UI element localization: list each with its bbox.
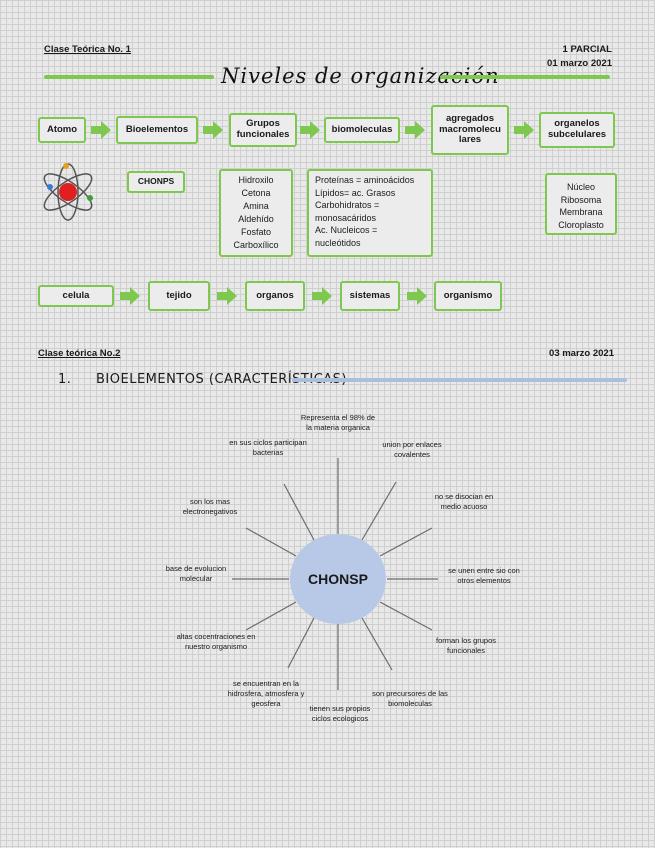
section-title: BIOELEMENTOS (CARACTERÍSTICAS) [96,372,347,387]
flow1-label: agregados macromolecu lares [439,112,501,146]
functional-groups-box: Hidroxilo Cetona Amina Aldehído Fosfato … [219,169,293,257]
flow1-label: Grupos funcionales [236,118,290,140]
mindmap-center: CHONSP [290,534,386,624]
list-item: Carboxílico [233,240,279,251]
biomolecules-box: Proteínas = aminoácidos Lípidos= ac. Gra… [307,169,433,257]
title-underline-right [440,75,610,79]
list-item: Membrana [559,207,603,218]
arrow-right-icon [120,287,140,305]
chonps-box: CHONPS [127,171,185,193]
list-item: Ac. Nucleicos = [315,225,378,236]
spoke-label: base de evolucion molecular [165,564,227,583]
arrow-right-icon [217,287,237,305]
list-item: monosacáridos [315,212,377,223]
spoke-label: forman los grupos funcionales [435,636,497,655]
list-item: Fosfato [240,227,271,238]
spoke-label: son precursores de las biomoleculas [372,689,448,708]
list-item: Aldehído [238,214,274,225]
flow1-atomo: Atomo [38,117,86,143]
flow2-organismo: organismo [434,281,502,311]
flow2-label: celula [62,289,90,301]
flow1-label: Bioelementos [125,123,189,135]
flow2-sistemas: sistemas [340,281,400,311]
spoke-label: en sus ciclos participan bacterias [229,438,307,457]
spoke-label: tienen sus propios ciclos ecologicos [309,704,371,723]
spoke-label: no se disocian en medio acuoso [434,492,494,511]
list-item: Hidroxilo [238,175,274,185]
spoke-label: altas cocentraciones en nuestro organism… [176,632,256,651]
list-item: Amina [243,201,269,212]
spoke-label: son los mas electronegativos [182,497,238,516]
class-label-1: Clase Teórica No. 1 [44,44,131,55]
flow1-agregados: agregados macromolecu lares [431,105,509,155]
flow2-label: organos [256,289,294,301]
flow1-biomoleculas: biomoleculas [324,117,400,143]
organelles-box: Núcleo Ribosoma Membrana Cloroplasto [545,173,617,235]
arrow-right-icon [91,121,111,139]
date-2: 03 marzo 2021 [549,348,614,359]
flow2-label: organismo [443,289,493,301]
title-underline-left [44,75,214,79]
functional-groups-list: Hidroxilo Cetona Amina Aldehído Fosfato … [227,174,285,252]
flow1-bioelementos: Bioelementos [116,116,198,144]
flow2-tejido: tejido [148,281,210,311]
arrow-right-icon [407,287,427,305]
arrow-right-icon [514,121,534,139]
list-item: Proteínas = aminoácidos [315,175,415,185]
spoke-label: Representa el 98% de la materia organica [300,413,376,432]
flow1-grupos: Grupos funcionales [229,113,297,147]
class-label-2: Clase teórica No.2 [38,348,121,359]
list-item: Carbohidratos = [315,200,380,211]
list-item: Núcleo [566,182,595,192]
spoke-label: se unen entre sio con otros elementos [448,566,520,585]
arrow-right-icon [203,121,223,139]
flow2-celula: celula [38,285,114,307]
flow2-label: tejido [166,289,192,301]
section-number: 1. [58,372,72,387]
arrow-right-icon [300,121,320,139]
chonps-label: CHONPS [137,176,175,187]
arrow-right-icon [312,287,332,305]
list-item: Lípidos= ac. Grasos [315,187,396,198]
list-item: Cloroplasto [558,219,604,230]
partial-label: 1 PARCIAL [562,44,612,55]
flow1-organelos: organelos subcelulares [539,112,615,148]
atom-icon [43,163,93,221]
section-underline [292,378,627,382]
date-1: 01 marzo 2021 [547,58,612,69]
flow2-label: sistemas [349,289,391,301]
spoke-label: se encuentran en la hidrosfera, atmosfer… [227,679,305,708]
list-item: Ribosoma [560,194,602,205]
center-label: CHONSP [308,571,368,587]
flow1-label: biomoleculas [331,123,393,135]
spoke-label: union por enlaces covalentes [382,440,442,459]
flow1-label: organelos subcelulares [547,118,607,140]
flow1-label: Atomo [46,123,78,135]
list-item: Cetona [241,188,271,199]
flow2-organos: organos [245,281,305,311]
list-item: nucleótidos [315,237,361,248]
arrow-right-icon [405,121,425,139]
